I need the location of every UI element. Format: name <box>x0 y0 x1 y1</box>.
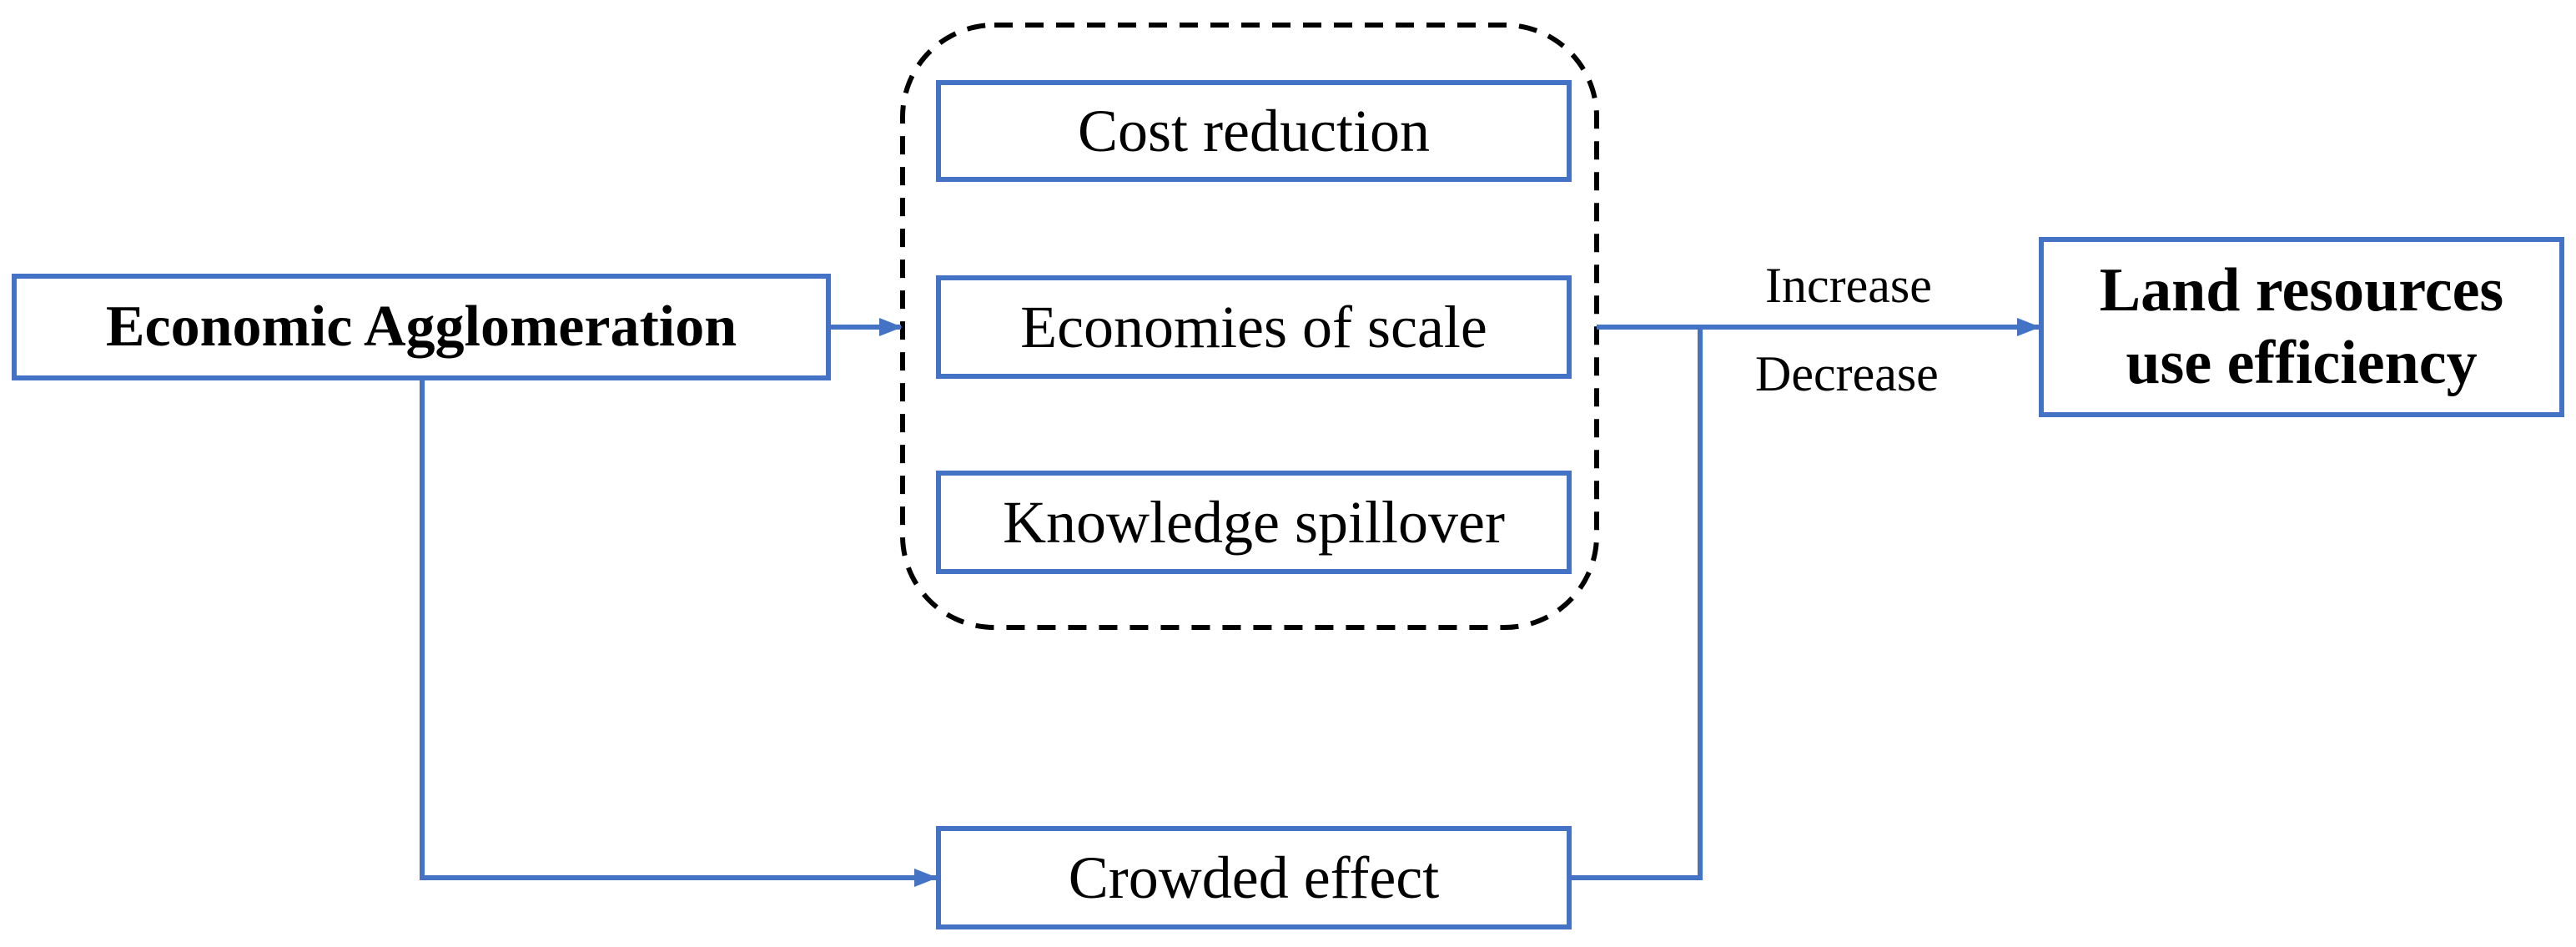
node-economies-of-scale: Economies of scale <box>936 275 1572 379</box>
node-economies-of-scale-label: Economies of scale <box>1020 293 1487 360</box>
node-economic-agglomeration: Economic Agglomeration <box>12 274 831 380</box>
mechanisms-group-outline <box>900 23 1599 630</box>
node-crowded-effect-label: Crowded effect <box>1068 844 1440 911</box>
node-crowded-effect: Crowded effect <box>936 826 1572 929</box>
node-land-resources-line1: Land resources <box>2099 255 2504 325</box>
arrow-agglomeration-to-crowded-effect <box>420 380 938 887</box>
connector-crowded-effect-to-join <box>1572 325 1703 880</box>
node-cost-reduction: Cost reduction <box>936 80 1572 182</box>
edge-label-increase: Increase <box>1765 258 1932 313</box>
node-land-resources-use-efficiency: Land resources use efficiency <box>2039 237 2564 417</box>
edge-label-decrease: Decrease <box>1755 346 1939 401</box>
node-land-resources-line2: use efficiency <box>2126 329 2478 397</box>
node-economic-agglomeration-label: Economic Agglomeration <box>105 295 737 359</box>
node-cost-reduction-label: Cost reduction <box>1078 97 1430 164</box>
node-knowledge-spillover: Knowledge spillover <box>936 471 1572 574</box>
node-knowledge-spillover-label: Knowledge spillover <box>1003 488 1505 556</box>
